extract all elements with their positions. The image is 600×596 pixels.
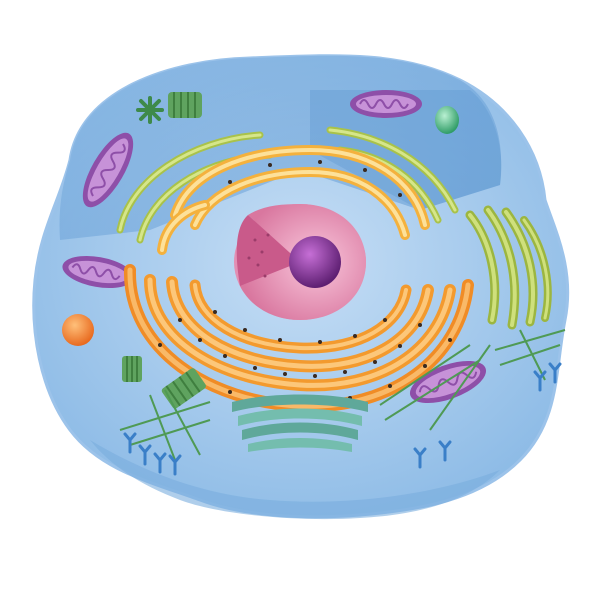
- mitochondrion-top-left: [82, 132, 134, 208]
- mitochondrion-top-right: [350, 90, 422, 118]
- membrane-receptors: [123, 362, 562, 476]
- centriole-top-cylinder: [168, 92, 202, 118]
- cell-bottom-shading: [90, 440, 500, 520]
- golgi-apparatus: [232, 394, 368, 452]
- rough-endoplasmic-reticulum: [123, 144, 474, 413]
- cytoskeleton: [119, 329, 566, 461]
- lysosome: [62, 314, 94, 346]
- nucleolus: [289, 236, 341, 288]
- mitochondrion-left: [62, 255, 134, 289]
- peroxisome: [435, 106, 459, 134]
- centriole-top: [136, 96, 164, 124]
- centriole-lower: [122, 356, 206, 409]
